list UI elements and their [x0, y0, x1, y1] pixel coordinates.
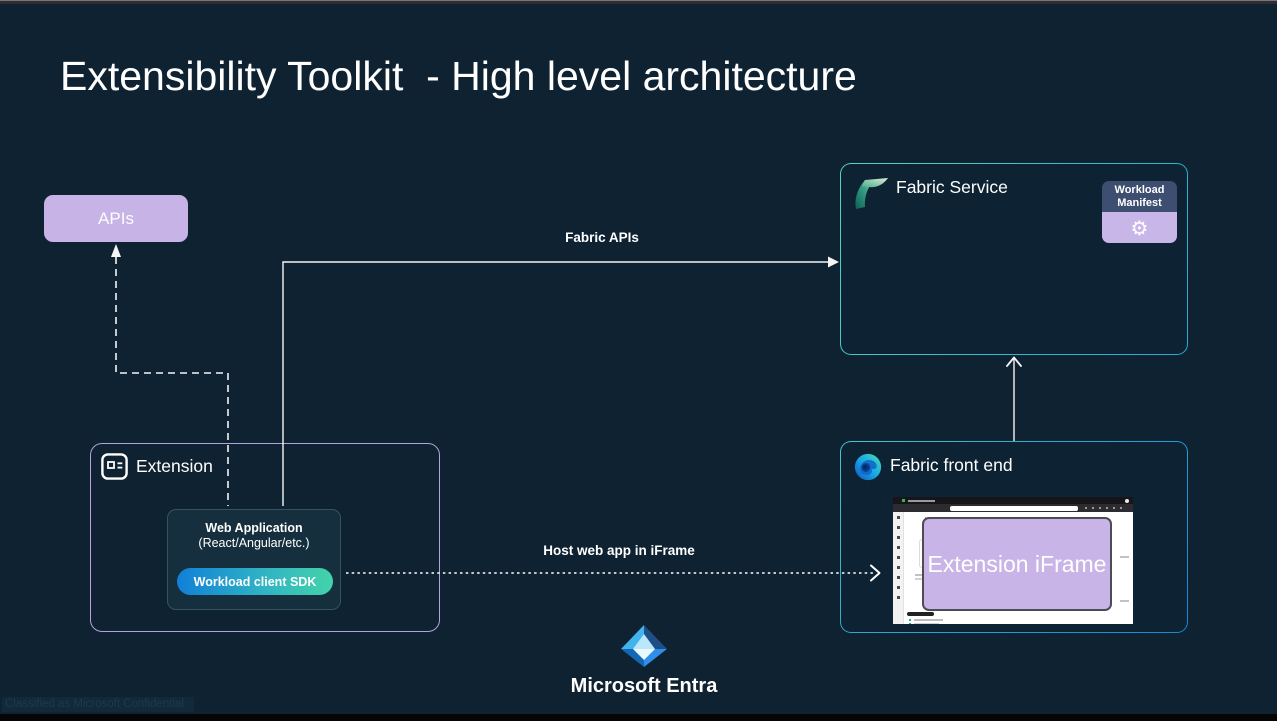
browser-titlebar	[893, 497, 1133, 504]
item-row	[909, 623, 939, 624]
browser-toolbar-icons	[1085, 507, 1125, 509]
arrowhead-frontend-to-service	[1006, 356, 1022, 367]
fabric-nav-icons	[897, 516, 900, 606]
entra-logo	[621, 625, 667, 667]
fabric-service-box: Fabric Service Workload Manifest ⚙	[840, 163, 1188, 355]
workload-manifest-card: Workload Manifest ⚙	[1102, 181, 1177, 243]
workload-manifest-line2: Manifest	[1117, 196, 1162, 209]
window-bottom-edge	[0, 714, 1277, 721]
web-application-title: Web Application	[205, 521, 303, 535]
entra-label: Microsoft Entra	[570, 675, 718, 697]
fabric-nav-sidebar	[893, 512, 904, 624]
arrowhead-fabric-apis	[828, 256, 839, 268]
extension-title: Extension	[136, 456, 213, 476]
gear-icon: ⚙	[1130, 215, 1149, 240]
filter-pill	[907, 612, 934, 616]
browser-tab-favicon	[902, 499, 905, 502]
arrowhead-apis	[111, 244, 121, 257]
fabric-logo	[855, 178, 888, 209]
edge-logo	[854, 453, 882, 481]
apis-node: APIs	[44, 195, 188, 242]
window-top-edge	[0, 0, 1277, 4]
extension-header: Extension	[101, 453, 213, 480]
fabric-apis-label: Fabric APIs	[565, 230, 639, 245]
classification-footer: Classified as Microsoft Confidential	[2, 697, 194, 712]
browser-toolbar	[893, 504, 1133, 512]
extension-iframe-overlay: Extension iFrame	[922, 517, 1112, 611]
workload-manifest-gear-area: ⚙	[1102, 212, 1177, 243]
extension-iframe-label: Extension iFrame	[927, 550, 1107, 577]
browser-search-box	[950, 506, 1078, 511]
app-window-icon	[101, 453, 128, 480]
web-application-card: Web Application (React/Angular/etc.) Wor…	[167, 509, 341, 610]
workload-client-sdk-label: Workload client SDK	[193, 574, 317, 589]
fabric-front-end-title: Fabric front end	[890, 455, 1013, 475]
item-row	[909, 619, 943, 621]
web-application-subtitle: (React/Angular/etc.)	[198, 536, 310, 550]
workload-manifest-label: Workload Manifest	[1102, 181, 1177, 212]
fabric-service-title: Fabric Service	[896, 177, 1008, 197]
workload-client-sdk-pill: Workload client SDK	[177, 568, 333, 595]
page-title: Extensibility Toolkit - High level archi…	[60, 53, 857, 99]
fabric-portal-screenshot: Welcome to Fabric + Extens	[893, 497, 1133, 624]
fabric-front-end-box: Fabric front end Welcome to Fabric	[840, 441, 1188, 633]
right-text-bar	[1120, 600, 1129, 602]
workload-manifest-line1: Workload	[1114, 183, 1165, 196]
apis-node-label: APIs	[98, 208, 134, 228]
browser-tab-label	[908, 499, 935, 502]
host-iframe-label: Host web app in iFrame	[543, 543, 695, 558]
extension-box: Extension Web Application (React/Angular…	[90, 443, 440, 632]
browser-profile-avatar	[1125, 498, 1129, 503]
right-text-bar	[1120, 556, 1129, 558]
